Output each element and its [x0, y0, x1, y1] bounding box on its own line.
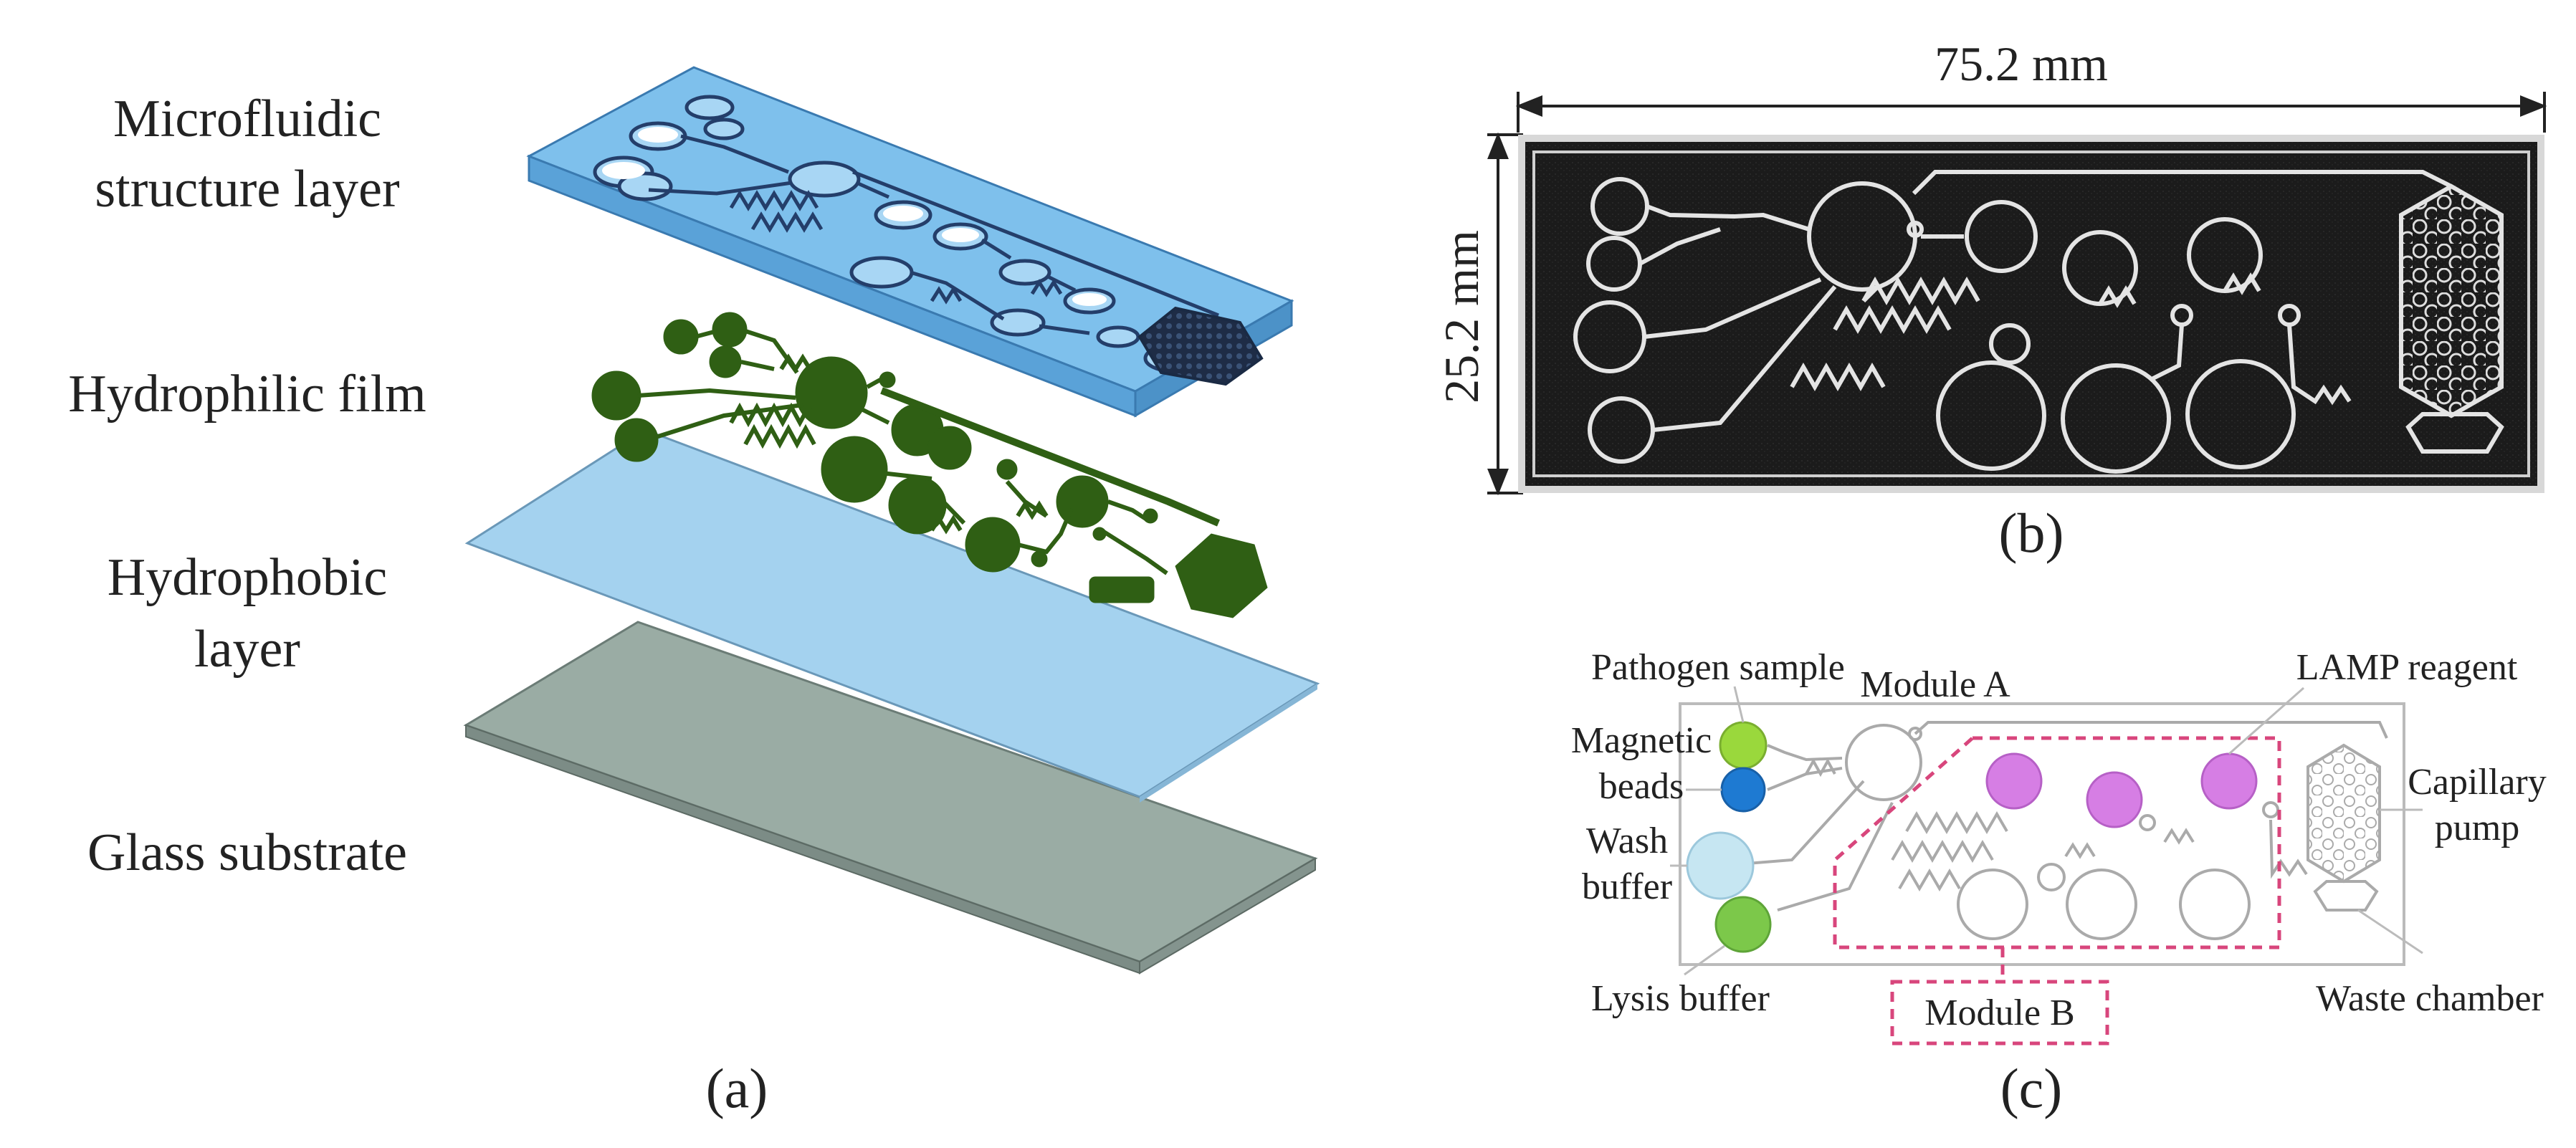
reagent-circles [1686, 721, 2258, 953]
magnetic-beads-well [1720, 767, 1766, 813]
label-hydrophobic-line1: Hydrophobic [108, 548, 388, 607]
label-microfluidic-line1: Microfluidic [113, 90, 381, 148]
label-pathogen-sample: Pathogen sample [1591, 647, 1845, 688]
label-capillary-line2: pump [2435, 808, 2519, 848]
height-dimension-line [1487, 132, 1523, 496]
caption-c: (c) [2000, 1057, 2063, 1119]
panel-c: Pathogen sample Module A LAMP reagent Ma… [1571, 647, 2547, 1119]
hydrophobic-layer [464, 429, 1320, 803]
label-glass-substrate: Glass substrate [87, 823, 407, 882]
label-module-b: Module B [1924, 992, 2074, 1033]
lamp-reagent-well-2 [2086, 771, 2143, 828]
label-magnetic-line1: Magnetic [1571, 720, 1712, 761]
label-microfluidic-line2: structure layer [95, 160, 399, 219]
panel-b: 75.2 mm 25.2 mm [1434, 37, 2547, 564]
hydrophilic-film-pattern [591, 312, 1268, 618]
microfluidic-structure-layer [526, 66, 1294, 418]
label-wash-line2: buffer [1582, 866, 1672, 907]
caption-b: (b) [1999, 502, 2064, 564]
pathogen-sample-well [1719, 721, 1768, 770]
lamp-reagent-well-3 [2200, 752, 2258, 810]
chip-photo [1518, 135, 2544, 493]
glass-substrate-layer [463, 621, 1318, 975]
width-dimension-line [1515, 92, 2547, 133]
label-hydrophilic-film: Hydrophilic film [68, 365, 426, 424]
label-lamp-reagent: LAMP reagent [2296, 647, 2518, 688]
label-capillary-line1: Capillary [2408, 762, 2547, 803]
schematic-chip [1679, 702, 2405, 966]
height-dimension-label: 25.2 mm [1434, 230, 1489, 403]
label-module-a: Module A [1860, 664, 2010, 705]
label-waste-chamber: Waste chamber [2316, 978, 2544, 1019]
callout-lines [1670, 686, 2423, 976]
lysis-buffer-well [1714, 896, 1772, 953]
label-lysis-buffer: Lysis buffer [1591, 978, 1770, 1019]
label-magnetic-line2: beads [1599, 766, 1684, 807]
module-b-outline [1833, 736, 2281, 1046]
label-hydrophobic-line2: layer [194, 620, 300, 679]
label-wash-line1: Wash [1586, 821, 1668, 861]
panel-a: Microfluidic structure layer Hydrophilic… [68, 66, 1320, 1119]
width-dimension-label: 75.2 mm [1935, 37, 2108, 91]
wash-buffer-well [1686, 831, 1755, 900]
caption-a: (a) [706, 1057, 768, 1119]
lamp-reagent-well-1 [1985, 752, 2043, 810]
